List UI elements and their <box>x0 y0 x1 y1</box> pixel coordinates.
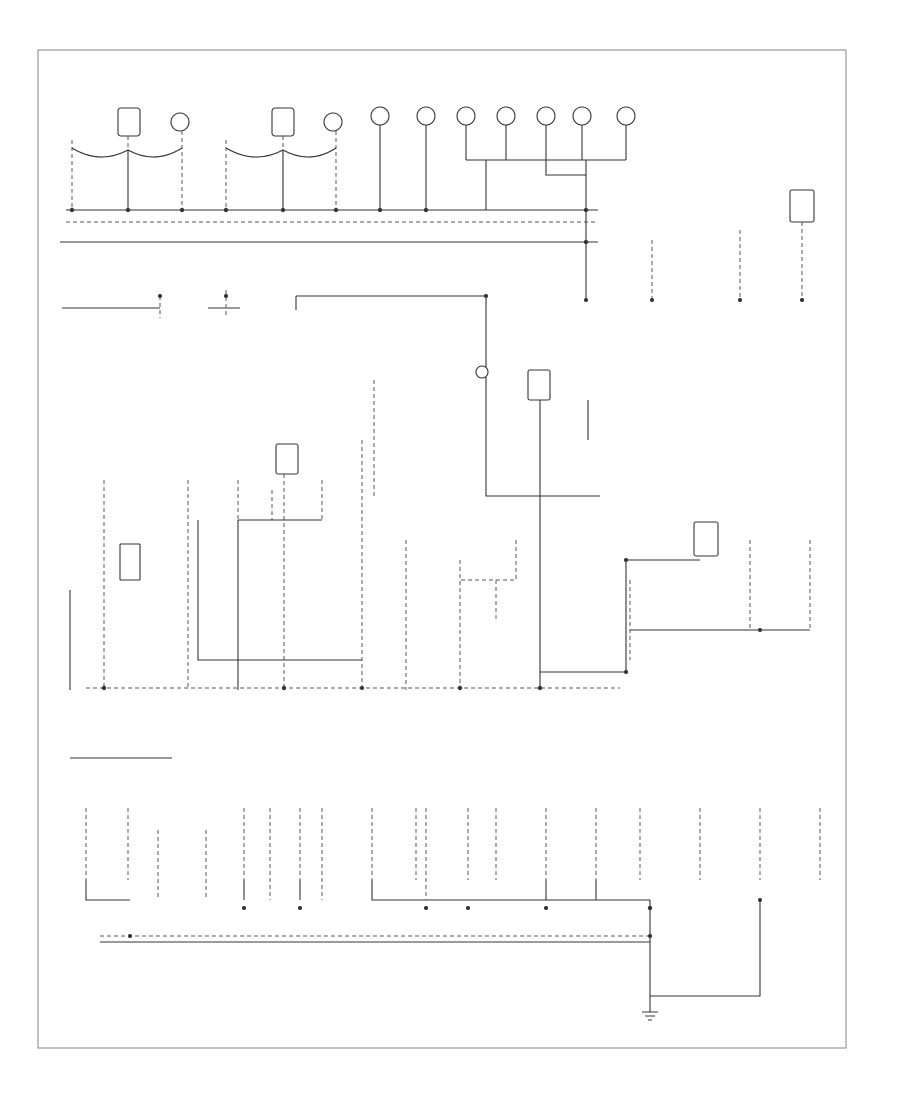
top-lamp-section <box>60 106 815 302</box>
module-box <box>527 369 551 401</box>
lamp-symbol <box>496 106 516 126</box>
component-box <box>117 107 141 137</box>
lamp-symbol <box>456 106 476 126</box>
bottom-ground-section <box>70 757 821 1021</box>
module-box <box>119 543 141 581</box>
lamp-symbol <box>416 106 436 126</box>
module-box <box>789 189 815 223</box>
diagram-frame <box>37 49 847 1049</box>
lamp-symbol <box>170 112 190 132</box>
lamp-symbol <box>323 112 343 132</box>
middle-ground-section <box>62 290 811 691</box>
component-box <box>271 107 295 137</box>
lamp-symbol <box>536 106 556 126</box>
lamp-symbol <box>616 106 636 126</box>
module-box <box>275 443 299 475</box>
connector-symbol <box>475 365 489 379</box>
lamp-symbol <box>572 106 592 126</box>
lamp-symbol <box>370 106 390 126</box>
module-box <box>693 521 719 557</box>
ground-symbol <box>642 1000 658 1021</box>
